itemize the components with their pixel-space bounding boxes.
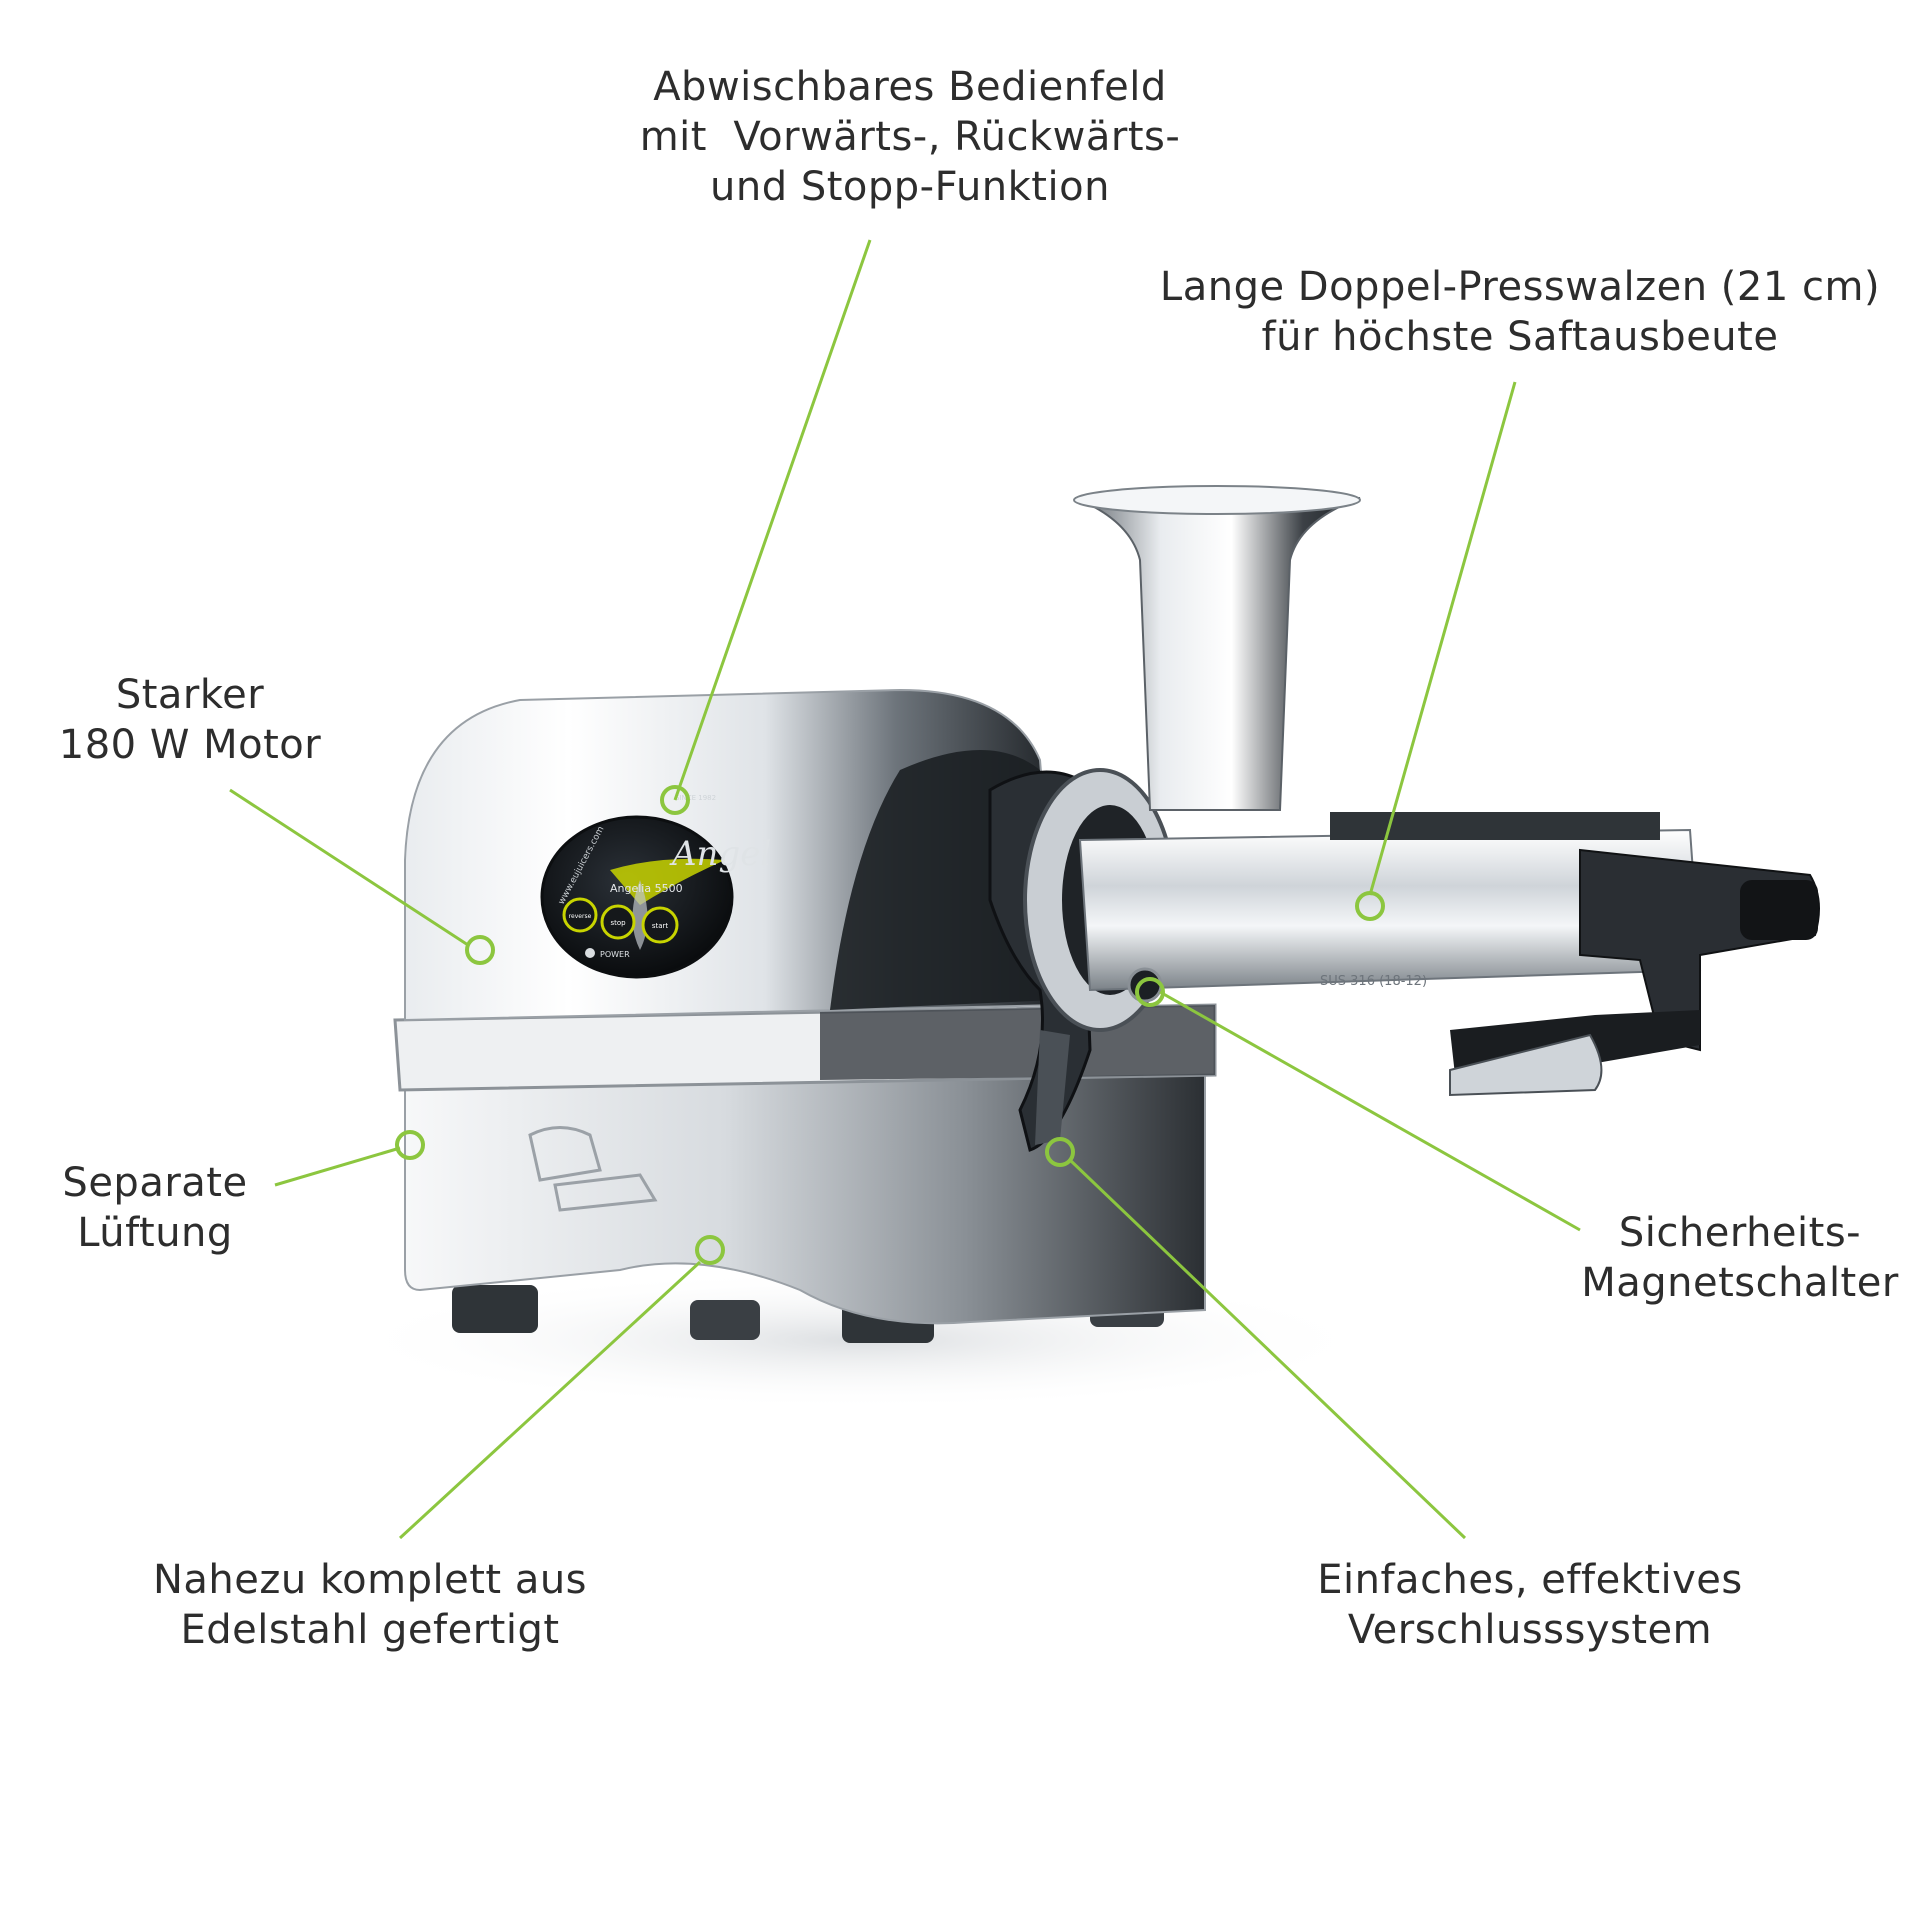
callout-line: Starker <box>115 672 265 718</box>
callout-line: Abwischbares Bedienfeld <box>653 64 1167 110</box>
closure-lever <box>1035 1030 1070 1145</box>
feed-hopper-rim <box>1073 485 1361 515</box>
callout-line: Separate <box>62 1160 248 1206</box>
panel-model: Angelia 5500 <box>610 882 683 895</box>
callout-closure-system: Einfaches, effektives Verschlusssystem <box>1270 1555 1790 1655</box>
callout-line: Lüftung <box>77 1210 233 1256</box>
callout-line: und Stopp-Funktion <box>710 164 1110 210</box>
leader-dots <box>395 785 1385 1265</box>
callout-line: Nahezu komplett aus <box>152 1557 588 1603</box>
foot <box>452 1285 538 1333</box>
dot-magnet <box>1135 977 1165 1007</box>
leader-motor <box>229 788 469 947</box>
motor-base <box>404 1058 1206 1325</box>
magnet-bolt <box>1127 967 1163 1003</box>
callout-line: 180 W Motor <box>58 722 322 768</box>
callout-stainless-steel: Nahezu komplett aus Edelstahl gefertigt <box>120 1555 620 1655</box>
callout-line: für höchste Saftausbeute <box>1261 314 1779 360</box>
leader-closure <box>1068 1158 1467 1540</box>
rim-band-shade <box>820 1005 1215 1080</box>
callout-ventilation: Separate Lüftung <box>20 1158 290 1258</box>
feed-hopper <box>1074 497 1361 811</box>
leader-vent <box>274 1146 401 1187</box>
panel-brand: Angel <box>669 834 771 874</box>
stop-label: stop <box>610 919 626 927</box>
dot-steel <box>695 1235 725 1265</box>
leader-panel <box>673 239 872 801</box>
reverse-label: reverse <box>569 913 592 920</box>
callout-line: Einfaches, effektives <box>1317 1557 1743 1603</box>
dot-motor <box>465 935 495 965</box>
panel-power: POWER <box>600 950 630 959</box>
callout-line: Edelstahl gefertigt <box>180 1607 560 1653</box>
end-cap-knob <box>1740 880 1818 940</box>
power-led-icon <box>585 948 595 958</box>
panel-since: SINCE 1982 <box>675 794 716 802</box>
callout-line: Verschlusssystem <box>1347 1607 1713 1653</box>
panel-button-stop[interactable]: stop <box>600 904 636 940</box>
callout-press-rollers: Lange Doppel-Presswalzen (21 cm) für höc… <box>1140 262 1900 362</box>
panel-button-start[interactable]: start <box>641 906 679 944</box>
leader-steel <box>398 1260 702 1540</box>
dot-vent <box>395 1130 425 1160</box>
leader-magnet <box>1159 990 1581 1232</box>
leader-rollers <box>1368 381 1517 896</box>
dot-closure <box>1045 1137 1075 1167</box>
callout-magnet-switch: Sicherheits- Magnetschalter <box>1560 1208 1920 1308</box>
start-label: start <box>652 922 669 930</box>
dot-rollers <box>1355 891 1385 921</box>
juice-tray <box>1449 1033 1603 1097</box>
callout-motor: Starker 180 W Motor <box>20 670 360 770</box>
dot-panel <box>660 785 690 815</box>
steel-mark: SUS 316 (18-12) <box>1320 974 1427 989</box>
callout-line: Magnetschalter <box>1581 1260 1899 1306</box>
stamped-logo <box>528 1126 658 1212</box>
callout-line: Sicherheits- <box>1618 1210 1862 1256</box>
panel-button-reverse[interactable]: reverse <box>562 897 598 933</box>
callout-line: mit Vorwärts-, Rückwärts- <box>639 114 1181 160</box>
leader-lines <box>229 239 1581 1540</box>
foot <box>690 1300 760 1340</box>
callout-control-panel: Abwischbares Bedienfeld mit Vorwärts-, R… <box>560 62 1260 212</box>
housing-top-strip <box>1330 812 1660 840</box>
callout-line: Lange Doppel-Presswalzen (21 cm) <box>1159 264 1881 310</box>
